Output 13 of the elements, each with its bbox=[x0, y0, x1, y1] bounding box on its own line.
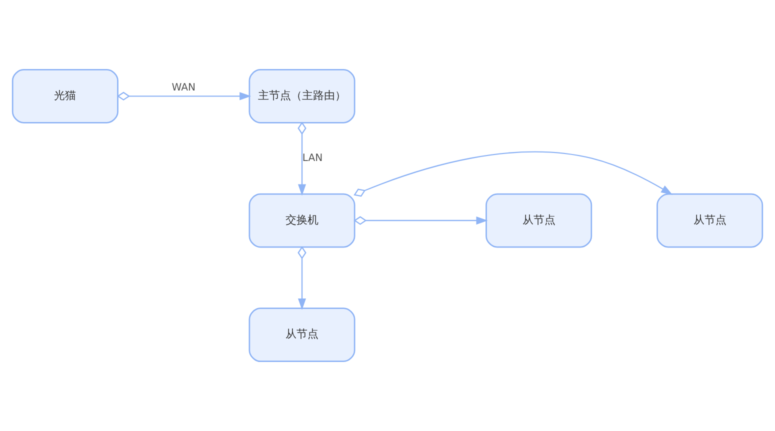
node-box: 光猫 bbox=[12, 68, 118, 124]
arrow bbox=[354, 151, 673, 197]
edge-label: WAN bbox=[172, 82, 196, 94]
node-box: 交换机 bbox=[248, 193, 356, 248]
arrow bbox=[298, 246, 306, 310]
arrow bbox=[298, 122, 306, 196]
node-box: 从节点 bbox=[656, 193, 764, 248]
node-box: 从节点 bbox=[248, 308, 356, 362]
arrow bbox=[354, 216, 488, 225]
edge-label: LAN bbox=[302, 152, 323, 164]
node-box: 主节点（主路由） bbox=[248, 68, 356, 124]
node-box: 从节点 bbox=[486, 193, 592, 248]
arrow bbox=[116, 92, 252, 101]
